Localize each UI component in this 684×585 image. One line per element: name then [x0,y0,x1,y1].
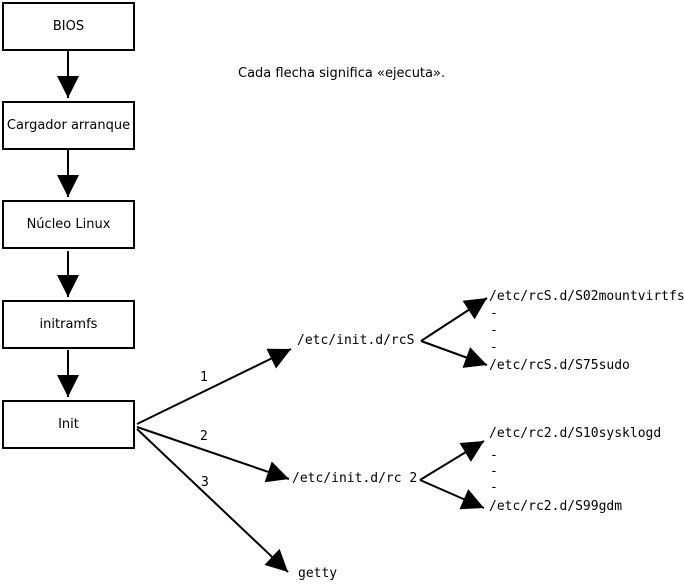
path-rc2-last-script: /etc/rc2.d/S99gdm [489,499,623,514]
rcS-ellipsis-dash: - [490,340,498,355]
rcS-ellipsis-dash: - [490,323,498,338]
diagram-caption: Cada flecha significa «ejecuta». [238,66,446,81]
arrow-init-to-rcS-icon [136,348,292,425]
path-init-d-rc2: /etc/init.d/rc 2 [292,471,418,486]
path-rcS-first-script: /etc/rcS.d/S02mountvirtfs [489,289,684,304]
box-bootloader-label: Cargador arranque [6,118,131,133]
box-kernel-label: Núcleo Linux [26,217,111,232]
branch-label-1: 1 [200,370,208,385]
rc2-ellipsis-dash: - [490,480,498,495]
box-bios-label: BIOS [52,19,85,34]
path-getty: getty [298,566,338,581]
branch-label-2: 2 [200,429,208,444]
rc2-ellipsis-dash: - [490,448,498,463]
box-initramfs: initramfs [2,300,135,349]
arrow-init-to-rc2-icon [136,426,290,483]
path-init-d-rcS: /etc/init.d/rcS [297,333,415,348]
box-initramfs-label: initramfs [39,317,98,332]
arrow-rcS-to-last-script-icon [420,340,488,368]
box-init: Init [2,400,135,449]
path-rc2-first-script: /etc/rc2.d/S10sysklogd [489,426,662,441]
arrow-rcS-to-first-script-icon [420,297,488,342]
arrow-init-to-getty-icon [136,428,289,573]
rcS-ellipsis-dash: - [490,306,498,321]
branch-label-3: 3 [201,475,209,490]
arrow-rc2-to-first-script-icon [419,440,485,481]
rc2-ellipsis-dash: - [490,464,498,479]
path-rcS-last-script: /etc/rcS.d/S75sudo [489,358,630,373]
box-bootloader: Cargador arranque [2,101,135,150]
box-bios: BIOS [2,2,135,51]
box-init-label: Init [58,417,79,432]
arrow-rc2-to-last-script-icon [419,479,485,510]
box-kernel: Núcleo Linux [2,200,135,249]
